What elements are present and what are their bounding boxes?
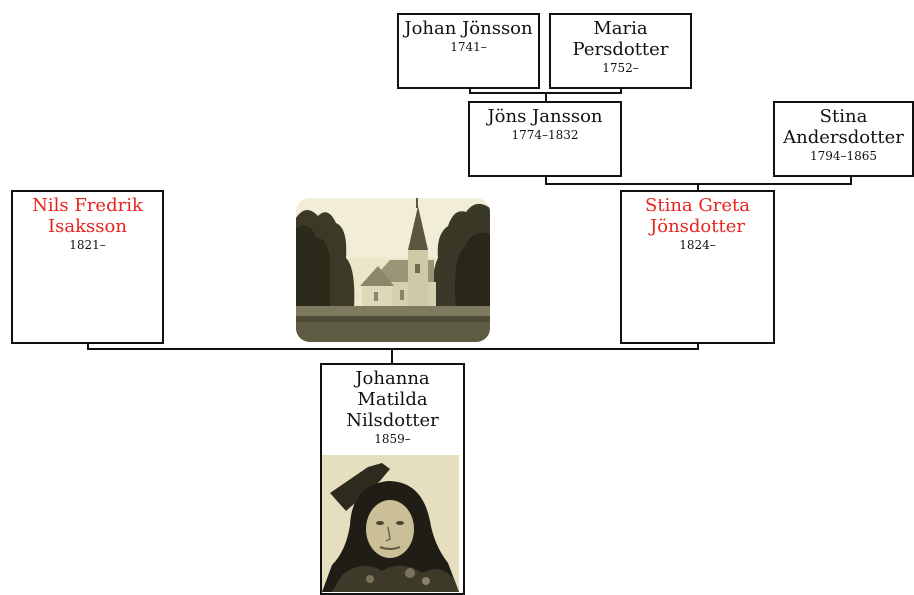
person-name: Johanna Matilda Nilsdotter bbox=[346, 368, 439, 431]
person-years: 1859– bbox=[374, 432, 411, 446]
person-name: Stina Andersdotter bbox=[783, 106, 904, 148]
person-name: Jöns Jansson bbox=[487, 106, 603, 127]
connector-father-down bbox=[87, 343, 89, 350]
person-years: 1741– bbox=[450, 40, 487, 54]
person-years: 1752– bbox=[602, 61, 639, 75]
person-jons-jansson[interactable]: Jöns Jansson 1774–1832 bbox=[468, 101, 622, 177]
person-years: 1774–1832 bbox=[511, 128, 579, 142]
connector-grandmother-down bbox=[850, 176, 852, 185]
connector-child-up bbox=[391, 348, 393, 364]
church-photo bbox=[296, 198, 490, 342]
person-name: Maria Persdotter bbox=[572, 18, 669, 60]
person-name: Johan Jönsson bbox=[404, 18, 533, 39]
person-name: Stina Greta Jönsdotter bbox=[645, 195, 750, 237]
person-years: 1821– bbox=[69, 238, 106, 252]
connector-grandfather-down bbox=[545, 176, 547, 185]
person-years: 1794–1865 bbox=[809, 149, 878, 163]
connector-greatgrandfather-down bbox=[469, 88, 471, 94]
connector-mother-down bbox=[697, 343, 699, 350]
portrait-photo bbox=[322, 455, 459, 592]
connector-grandfather-up bbox=[545, 92, 547, 102]
person-stina-greta-jonsdotter[interactable]: Stina Greta Jönsdotter 1824– bbox=[620, 190, 775, 344]
connector-parents-bar bbox=[87, 348, 699, 350]
person-stina-andersdotter[interactable]: Stina Andersdotter 1794–1865 bbox=[773, 101, 914, 177]
person-maria-persdotter[interactable]: Maria Persdotter 1752– bbox=[549, 13, 692, 89]
person-johan-jonsson[interactable]: Johan Jönsson 1741– bbox=[397, 13, 540, 89]
connector-greatgrandmother-down bbox=[620, 88, 622, 94]
person-name: Nils Fredrik Isaksson bbox=[32, 195, 143, 237]
person-years: 1824– bbox=[679, 238, 716, 252]
connector-mother-up bbox=[697, 183, 699, 191]
person-nils-fredrik-isaksson[interactable]: Nils Fredrik Isaksson 1821– bbox=[11, 190, 164, 344]
